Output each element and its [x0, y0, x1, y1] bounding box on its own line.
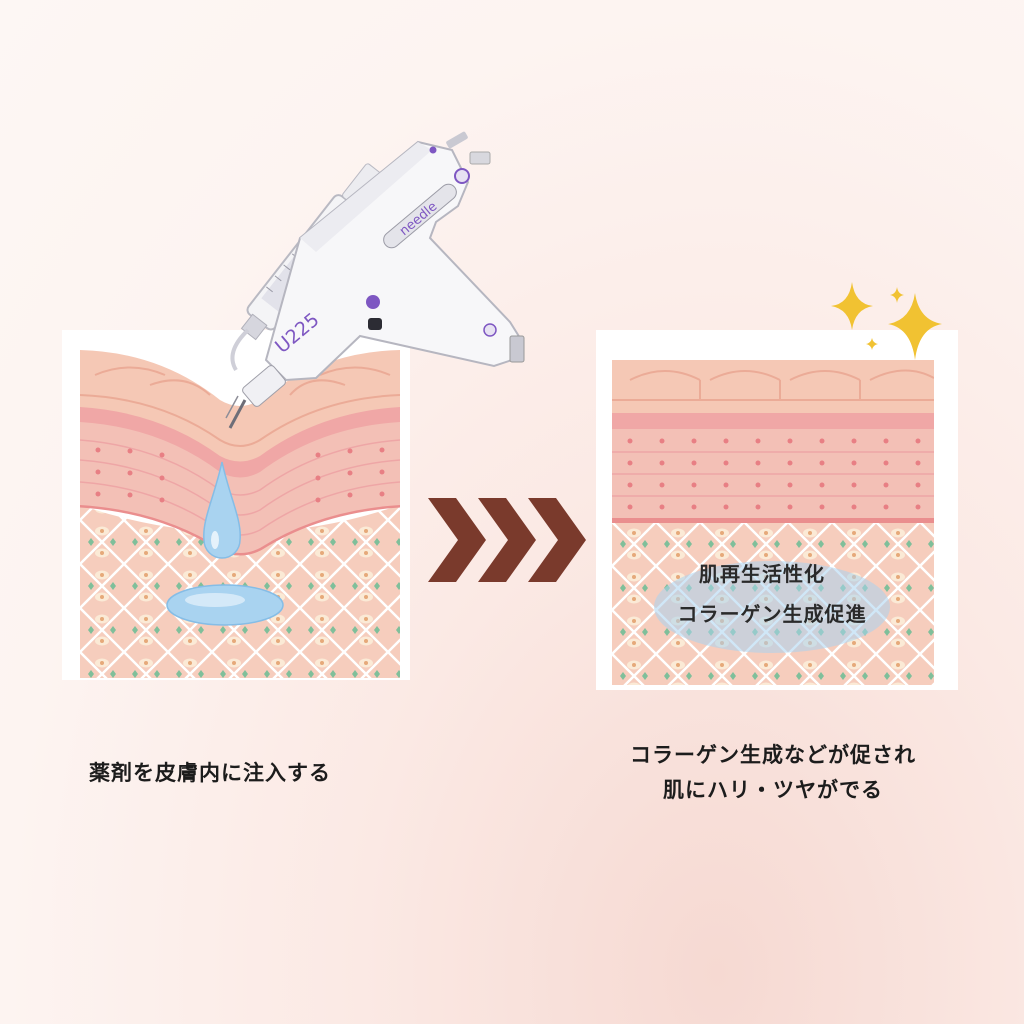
overlay-line-regeneration: 肌再生活性化 — [699, 562, 825, 586]
overlay-line-collagen: コラーゲン生成促進 — [677, 602, 867, 626]
sparkle-icon — [888, 293, 942, 360]
caption-result-line-2: 肌にハリ・ツヤがでる — [663, 778, 883, 802]
chevron-arrow-icon — [528, 498, 586, 582]
sparkle-icon — [890, 287, 904, 303]
sparkle-icon — [831, 282, 873, 330]
caption-result: コラーゲン生成などが促され 肌にハリ・ツヤがでる — [600, 738, 946, 808]
caption-result-line-1: コラーゲン生成などが促され — [630, 743, 916, 767]
chevron-arrow-icon — [428, 498, 486, 582]
chevron-arrow-icon — [478, 498, 536, 582]
sparkle-icon — [866, 338, 878, 350]
syringe-device-icon: needle U225 — [225, 131, 525, 429]
caption-injection: 薬剤を皮膚内に注入する — [89, 761, 331, 785]
droplet-icon — [203, 461, 241, 559]
regeneration-area — [654, 561, 890, 653]
